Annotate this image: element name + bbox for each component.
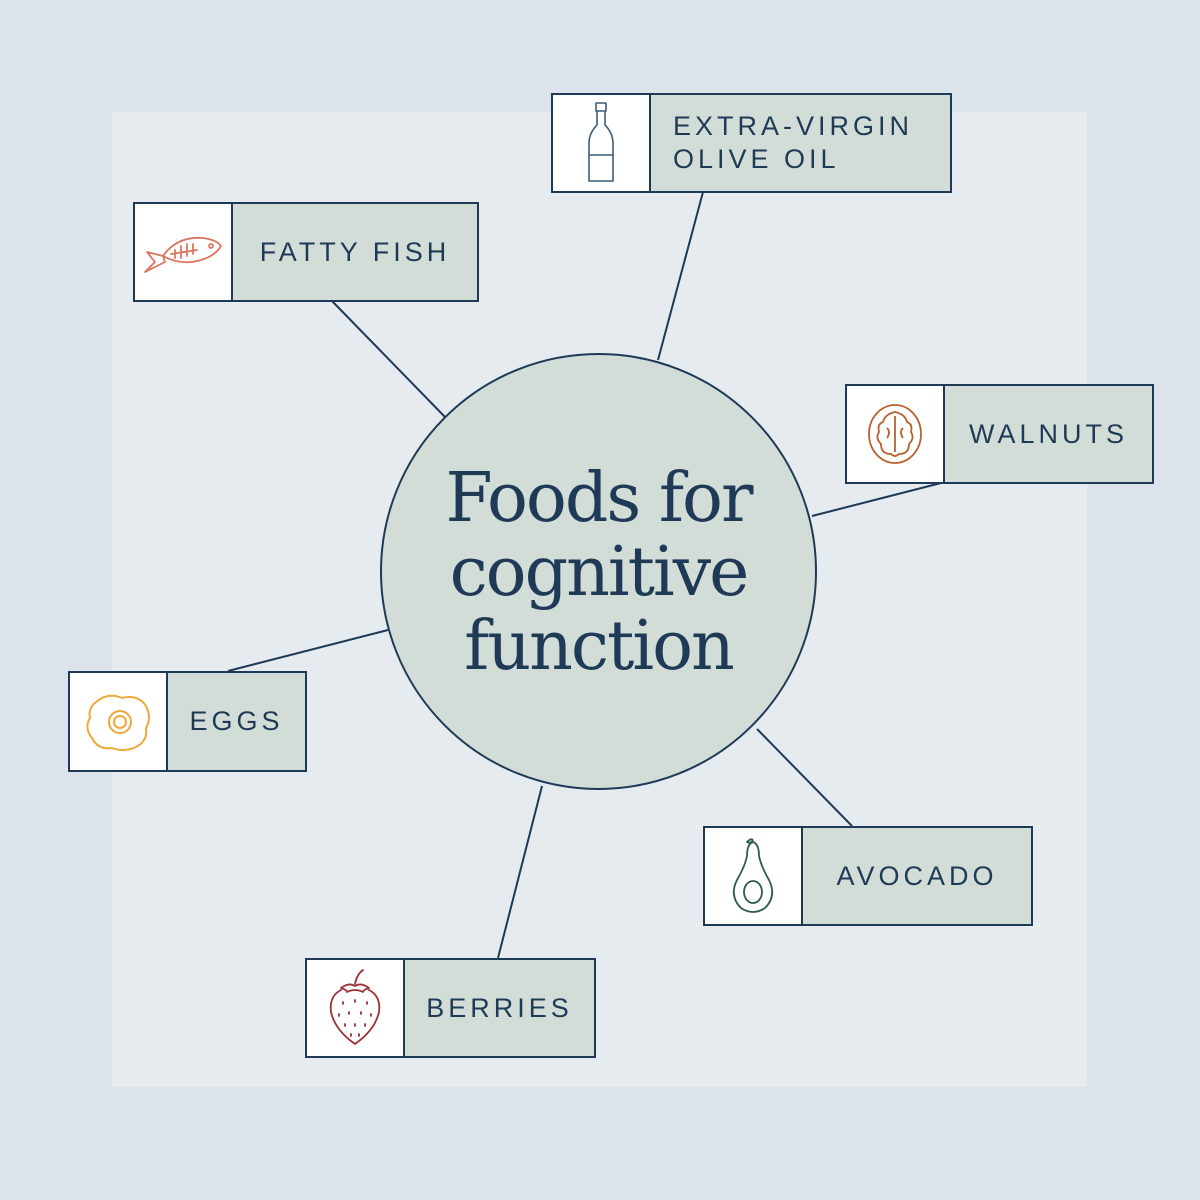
food-label-line-1: EXTRA-VIRGIN [673,111,914,141]
connector-fatty-fish [331,300,446,418]
food-card-avocado: AVOCADO [703,826,1033,926]
icon-cell [135,204,233,300]
title-line-1: Foods for [445,458,754,538]
food-card-walnuts: WALNUTS [845,384,1154,484]
strawberry-icon [329,969,381,1045]
fish-icon [144,236,222,273]
food-label-line-1: FATTY FISH [259,236,451,267]
icon-cell [705,828,803,924]
central-topic-circle: Foods for cognitive function [380,353,817,790]
connector-avocado [756,728,853,827]
food-label: FATTY FISH [233,204,477,300]
food-label-line-1: BERRIES [426,992,573,1023]
food-label-line-1: AVOCADO [836,860,998,891]
bottle-icon [588,102,614,182]
title-line-2: cognitive [449,532,750,612]
walnut-icon [868,404,922,464]
connector-berries [497,785,543,959]
icon-cell [70,673,168,770]
connector-eggs [227,629,389,672]
connector-olive-oil [657,191,704,361]
icon-cell [847,386,945,482]
food-label-line-1: EGGS [189,706,284,736]
food-card-eggs: EGGS [68,671,307,772]
connector-walnuts [811,482,942,517]
food-label: EXTRA-VIRGIN OLIVE OIL [651,95,950,191]
food-card-olive-oil: EXTRA-VIRGIN OLIVE OIL [551,93,952,193]
food-label-line-1: WALNUTS [968,418,1128,449]
egg-icon [86,694,150,751]
avocado-icon [732,838,774,913]
food-label: AVOCADO [803,828,1031,924]
food-label: EGGS [168,673,305,770]
food-label: WALNUTS [945,386,1152,482]
diagram-title: Foods for cognitive function [445,458,754,686]
food-label: BERRIES [405,960,594,1056]
food-label-line-2: OLIVE OIL [673,144,840,174]
food-card-berries: BERRIES [305,958,596,1058]
food-card-fatty-fish: FATTY FISH [133,202,479,302]
icon-cell [307,960,405,1056]
icon-cell [553,95,651,191]
title-line-3: function [464,606,735,686]
